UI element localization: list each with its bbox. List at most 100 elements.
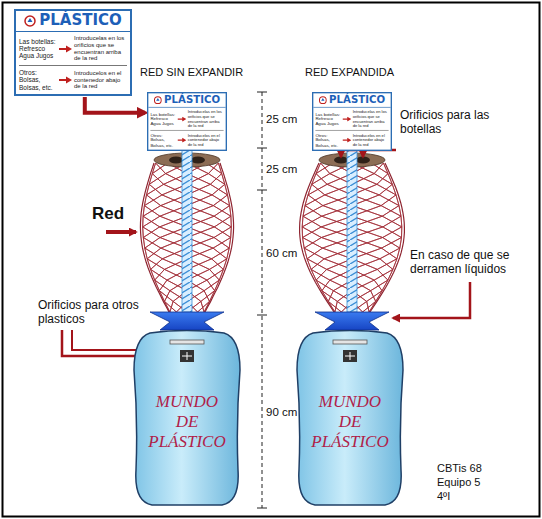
callout: Orificios para otros plasticos: [38, 298, 142, 326]
part-name: Red: [92, 204, 124, 224]
opening-cross: [345, 352, 355, 360]
bottle-hole: [356, 157, 370, 164]
sign-instruction: Introducelas en los orificios que se enc…: [353, 110, 389, 128]
sign-arrow: [178, 137, 187, 142]
view-title: RED SIN EXPANDIR: [140, 66, 243, 79]
sign-board: PLÁSTICO Las botellas: Refresco Agua Jugo…: [147, 92, 227, 151]
icon-mark: [28, 18, 33, 22]
sign-panel: PLÁSTICO Las botellas: Refresco Agua Jugo…: [14, 9, 132, 96]
icon-ring: [25, 16, 35, 26]
net-outline: [370, 163, 404, 312]
icon-mark: [156, 98, 159, 101]
arrow-head: [182, 138, 186, 143]
sign-board: PLÁSTICO Las botellas: Refresco Agua Jugo…: [14, 9, 132, 96]
sign-title: PLÁSTICO: [329, 94, 385, 106]
sign-row: Las botellas: Refresco Agua Jugos Introdu…: [148, 108, 225, 130]
sign-header: PLÁSTICO: [16, 11, 130, 32]
arrow-shaft: [59, 48, 67, 50]
icon-mark: [321, 98, 324, 101]
net-outline: [140, 163, 169, 312]
sign-arrow: [343, 137, 352, 142]
sign-title: PLÁSTICO: [39, 12, 122, 29]
sign-arrow: [59, 45, 72, 53]
net-outline: [300, 163, 334, 312]
icon-ring: [320, 96, 327, 103]
sign-instruction: Introducelos en el contenedor abajo de l…: [74, 70, 127, 90]
sign-divider: [19, 65, 127, 66]
dimension: 25 cm: [266, 112, 297, 126]
sign-arrow: [343, 116, 352, 121]
bottle-hole: [169, 157, 183, 164]
drum-outline: [297, 331, 403, 506]
recycle-icon: [154, 96, 162, 104]
pole-coil: [347, 145, 357, 312]
dimension-line: [257, 92, 267, 508]
sign-row: Otros: Bolsas, Bolsas, etc. Introducelos …: [313, 131, 390, 150]
callout: Orificios para las botellas: [400, 108, 518, 136]
sign-arrow: [178, 116, 187, 121]
bottle-hole: [334, 157, 348, 164]
sign-instruction: Introducelas en los orificios que se enc…: [188, 110, 224, 128]
sign-instruction: Introducelos en el contenedor abajo de l…: [188, 133, 224, 147]
plastic-drum: MUNDO DE PLÁSTICO: [295, 330, 405, 508]
icon-ring: [155, 96, 162, 103]
dimension: 90 cm: [266, 405, 297, 419]
net-outline: [205, 163, 234, 312]
arrow-head: [66, 45, 72, 52]
leader-arrows: [62, 149, 470, 356]
credit: 4ºI: [437, 490, 450, 503]
container-name: MUNDO DE PLÁSTICO: [311, 392, 388, 452]
drum-slot: [333, 340, 367, 344]
pole-coil: [182, 145, 192, 312]
arrow-head: [182, 116, 186, 121]
sign-row: Las botellas: Refresco Agua Jugos Introdu…: [16, 32, 130, 65]
arrow-shaft: [178, 118, 183, 119]
drum-opening: [343, 350, 357, 362]
arrow-head: [347, 138, 351, 143]
sign-divider: [315, 130, 388, 131]
recycle-icon: [319, 96, 327, 104]
sign-title: PLÁSTICO: [164, 94, 220, 106]
opening-cross: [182, 352, 192, 360]
dimension: 25 cm: [266, 162, 297, 176]
sign-category: Otros: Bolsas, Bolsas, etc.: [315, 133, 341, 148]
sign-category: Otros: Bolsas, Bolsas, etc.: [19, 69, 57, 91]
plastic-drum: MUNDO DE PLÁSTICO: [132, 330, 242, 508]
sign-board: PLÁSTICO Las botellas: Refresco Agua Jugo…: [312, 92, 392, 151]
container-name: MUNDO DE PLÁSTICO: [148, 392, 225, 452]
sign-category: Otros: Bolsas, Bolsas, etc.: [150, 133, 176, 148]
view-title: RED EXPANDIDA: [305, 66, 394, 79]
drum-slot: [170, 340, 204, 344]
sign-arrow: [59, 76, 72, 84]
callout: En caso de que se derramen líquidos: [410, 248, 530, 276]
arrow-head: [66, 76, 72, 83]
net: [140, 145, 404, 312]
sign-category: Las botellas: Refresco Agua Jugos: [19, 38, 57, 60]
sign-instruction: Introducelas en los orificios que se enc…: [74, 35, 127, 62]
arrow-shaft: [343, 118, 348, 119]
drum-outline: [134, 331, 240, 506]
sign-divider: [150, 130, 223, 131]
arrow-shaft: [178, 139, 183, 140]
sign-instruction: Introducelos en el contenedor abajo de l…: [353, 133, 389, 147]
bottle-hole: [191, 157, 205, 164]
credit: Equipo 5: [437, 476, 480, 489]
sign-row: Otros: Bolsas, Bolsas, etc. Introducelos …: [148, 131, 225, 150]
drum-opening: [180, 350, 194, 362]
sign-panel: PLÁSTICO Las botellas: Refresco Agua Jugo…: [147, 92, 227, 151]
flow-arrow: [85, 97, 145, 113]
frame: [3, 3, 540, 517]
sign-category: Las botellas: Refresco Agua Jugos: [315, 112, 341, 127]
sign-header: PLÁSTICO: [313, 93, 390, 107]
sign-category: Las botellas: Refresco Agua Jugos: [150, 112, 176, 127]
sign-row: Otros: Bolsas, Bolsas, etc. Introducelos …: [16, 66, 130, 94]
sign-row: Las botellas: Refresco Agua Jugos Introdu…: [313, 108, 390, 130]
sign-header: PLÁSTICO: [148, 93, 225, 107]
credit: CBTis 68: [437, 462, 482, 475]
funnel: [150, 312, 389, 330]
arrow-head: [347, 116, 351, 121]
arrow-shaft: [59, 79, 67, 81]
sign-panel: PLÁSTICO Las botellas: Refresco Agua Jugo…: [312, 92, 392, 151]
recycle-icon: [24, 15, 36, 27]
